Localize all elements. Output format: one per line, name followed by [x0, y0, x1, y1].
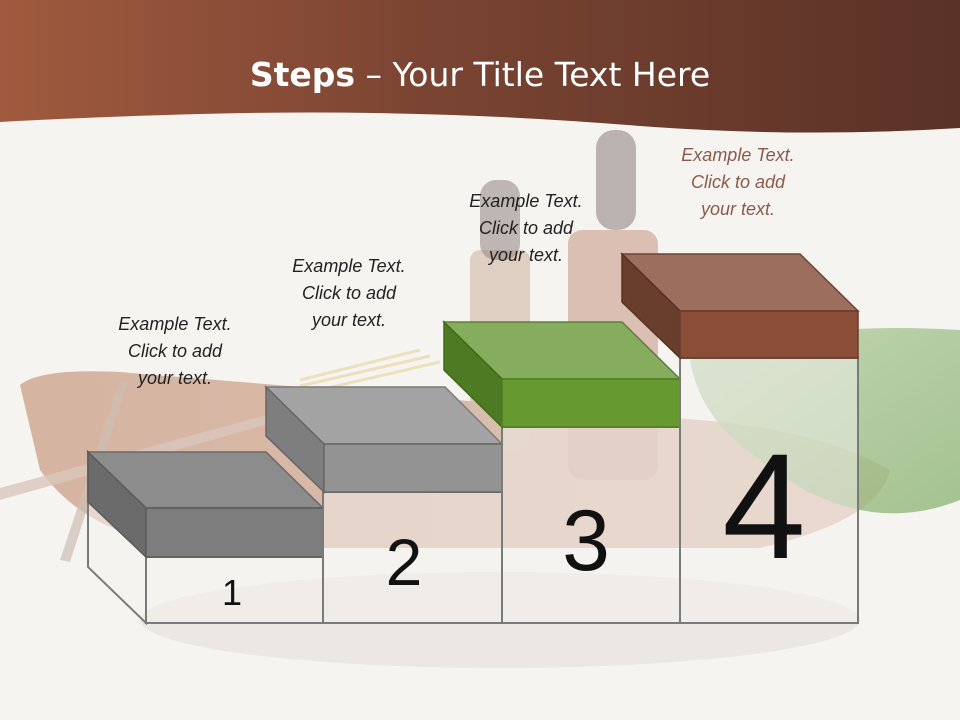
step-4-caption-line-1: Example Text.: [681, 145, 795, 165]
step-4-caption-line-3: your text.: [700, 199, 776, 219]
step-3[interactable]: 3: [442, 320, 682, 624]
step-3-block-front: [501, 378, 681, 428]
title-rest: – Your Title Text Here: [355, 55, 711, 94]
step-1-block-front: [145, 507, 324, 558]
step-4-number: 4: [722, 422, 805, 590]
step-2-front-face: [322, 491, 503, 624]
step-2-caption-line-3: your text.: [311, 310, 387, 330]
step-3-caption-line-2: Click to add: [478, 218, 574, 238]
step-4-caption-line-2: Click to add: [690, 172, 786, 192]
step-1-caption-line-3: your text.: [137, 368, 213, 388]
page-title[interactable]: Steps – Your Title Text Here: [0, 52, 960, 98]
step-2-number: 2: [386, 525, 423, 599]
title-bold: Steps: [249, 55, 356, 94]
step-3-caption-line-3: your text.: [488, 245, 564, 265]
step-1-caption-line-2: Click to add: [127, 341, 223, 361]
step-3-caption[interactable]: Example Text. Click to add your text.: [426, 188, 626, 269]
step-1-front-face: [145, 556, 324, 624]
step-2-caption-line-2: Click to add: [301, 283, 397, 303]
step-1-number: 1: [222, 572, 242, 613]
step-2-caption-line-1: Example Text.: [292, 256, 406, 276]
step-2[interactable]: 2: [264, 385, 504, 624]
step-4-block-front: [679, 310, 859, 359]
step-2-caption[interactable]: Example Text. Click to add your text.: [249, 253, 449, 334]
step-1[interactable]: 1: [86, 449, 325, 626]
step-3-caption-line-1: Example Text.: [469, 191, 583, 211]
step-4[interactable]: 4: [620, 252, 860, 624]
step-3-front-face: [501, 426, 681, 624]
step-4-caption[interactable]: Example Text. Click to add your text.: [638, 142, 838, 223]
step-1-caption-line-1: Example Text.: [118, 314, 232, 334]
step-2-block-front: [323, 443, 503, 493]
step-3-number: 3: [562, 493, 610, 589]
step-1-caption[interactable]: Example Text. Click to add your text.: [75, 311, 275, 392]
step-4-front-face: [679, 357, 859, 624]
